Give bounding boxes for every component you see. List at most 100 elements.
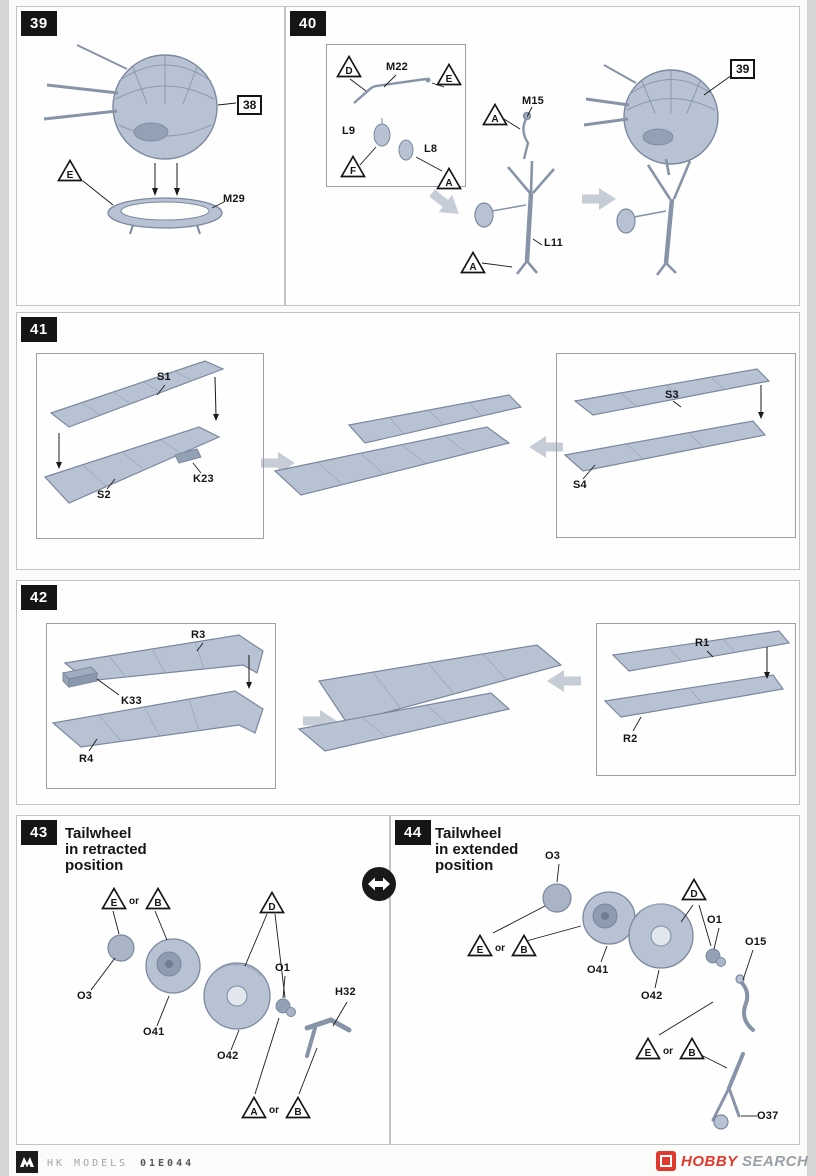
part-label-l9: L9 bbox=[342, 125, 356, 137]
assembled-wing-drawing bbox=[273, 394, 523, 496]
stabilizer-part-r4-drawing bbox=[51, 690, 264, 748]
subassembly-box bbox=[326, 44, 466, 187]
triangle-symbol-b: B bbox=[285, 1096, 311, 1119]
triangle-icon bbox=[285, 1096, 311, 1119]
flow-arrow-left bbox=[547, 670, 581, 692]
triangle-letter: E bbox=[476, 945, 484, 956]
ref-label-39: 39 bbox=[730, 59, 756, 79]
flow-arrow-down-right bbox=[429, 189, 459, 214]
assembly-direction-arrows bbox=[152, 163, 180, 196]
hk-models-logo bbox=[16, 1151, 38, 1173]
step-39-number: 39 bbox=[21, 11, 57, 36]
triangle-letter: D bbox=[268, 902, 276, 913]
part-label-k23: K23 bbox=[193, 473, 214, 485]
triangle-symbol-e: E bbox=[635, 1037, 661, 1060]
step-43-title: Tailwheel in retracted position bbox=[65, 826, 147, 874]
part-label-r3: R3 bbox=[191, 629, 206, 641]
step-40-number: 40 bbox=[290, 11, 326, 36]
triangle-letter: E bbox=[644, 1048, 652, 1059]
triangle-letter: A bbox=[491, 114, 499, 125]
leader-lines bbox=[88, 642, 714, 752]
hobby-search-icon bbox=[656, 1151, 676, 1171]
assembly-direction-arrows bbox=[758, 385, 764, 419]
assembly-direction-arrows bbox=[246, 655, 252, 689]
tire-part-o42-drawing bbox=[628, 903, 694, 969]
part-label-k33: K33 bbox=[121, 695, 142, 707]
triangle-symbol-d: D bbox=[336, 55, 362, 78]
part-m15-drawing bbox=[522, 111, 532, 160]
step-43-panel: 43 Tailwheel in retracted position E or … bbox=[16, 815, 390, 1145]
triangle-icon bbox=[241, 1096, 267, 1119]
part-o1-drawing bbox=[705, 948, 726, 967]
leader-lines bbox=[82, 102, 237, 209]
triangle-icon bbox=[259, 891, 285, 914]
flow-arrow-right bbox=[582, 188, 616, 210]
subassembly-box-left bbox=[36, 353, 264, 539]
leader-lines bbox=[106, 384, 682, 490]
triangle-letter: A bbox=[469, 262, 477, 273]
step-43-drawing bbox=[90, 910, 352, 1095]
position-toggle-icon bbox=[361, 866, 397, 902]
step-44-drawing bbox=[492, 863, 757, 1130]
or-label: or bbox=[495, 943, 505, 954]
triangle-symbol-b: B bbox=[511, 934, 537, 957]
strut-assembly-l11-drawing bbox=[474, 160, 555, 275]
triangle-icon bbox=[679, 1037, 705, 1060]
step-43-number: 43 bbox=[21, 820, 57, 845]
triangle-letter: A bbox=[250, 1107, 258, 1118]
assembly-direction-arrows bbox=[764, 647, 770, 679]
triangle-icon bbox=[436, 167, 462, 190]
triangle-symbol-a: A bbox=[482, 103, 508, 126]
title-line: Tailwheel bbox=[435, 825, 502, 842]
step-44-panel: 44 Tailwheel in extended position D E or… bbox=[390, 815, 800, 1145]
subassembly-box-right bbox=[556, 353, 796, 538]
part-label-s1: S1 bbox=[157, 371, 171, 383]
ref-label-38: 38 bbox=[237, 95, 263, 115]
part-label-o42: O42 bbox=[641, 990, 663, 1002]
completed-turret-drawing bbox=[583, 64, 719, 165]
triangle-symbol-f: F bbox=[340, 155, 366, 178]
footer-kit-code: 01E044 bbox=[140, 1158, 195, 1169]
triangle-symbol-e: E bbox=[57, 159, 83, 182]
triangle-symbol-a: A bbox=[241, 1096, 267, 1119]
triangle-icon bbox=[482, 103, 508, 126]
part-k23-drawing bbox=[174, 448, 202, 464]
tailwheel-leg-o37-drawing bbox=[711, 1052, 745, 1130]
wing-part-s3-drawing bbox=[573, 368, 771, 416]
step-42-panel: 42 R3 K33 R4 R1 R2 bbox=[16, 580, 800, 805]
triangle-letter: B bbox=[520, 945, 528, 956]
strut-part-o15-drawing bbox=[735, 974, 755, 1032]
triangle-symbol-a: A bbox=[460, 251, 486, 274]
part-label-l8: L8 bbox=[424, 143, 438, 155]
hobby-search-logo bbox=[656, 1151, 676, 1171]
step-41-number: 41 bbox=[21, 317, 57, 342]
handle-part-m22-drawing bbox=[353, 77, 431, 104]
double-arrow-icon bbox=[362, 867, 396, 901]
part-k33-drawing bbox=[61, 666, 99, 689]
strut-part-h32-drawing bbox=[304, 1017, 352, 1058]
step-44-title: Tailwheel in extended position bbox=[435, 826, 518, 874]
watermark-word-hobby: HOBBY bbox=[681, 1153, 738, 1170]
stabilizer-part-r2-drawing bbox=[603, 674, 785, 718]
part-l9-drawing bbox=[373, 118, 391, 147]
title-line: position bbox=[65, 857, 124, 874]
triangle-icon bbox=[340, 155, 366, 178]
subassembly-box-left bbox=[46, 623, 276, 789]
leader-lines bbox=[349, 74, 733, 268]
triangle-icon bbox=[57, 159, 83, 182]
triangle-letter: E bbox=[445, 74, 453, 85]
part-label-o1: O1 bbox=[707, 914, 723, 926]
triangle-icon bbox=[460, 251, 486, 274]
triangle-letter: B bbox=[294, 1107, 302, 1118]
step-39-panel: 39 38 E M29 bbox=[16, 6, 285, 306]
part-label-r1: R1 bbox=[695, 637, 710, 649]
triangle-symbol-a: A bbox=[436, 167, 462, 190]
or-label: or bbox=[269, 1105, 279, 1116]
triangle-letter: B bbox=[154, 898, 162, 909]
part-label-s4: S4 bbox=[573, 479, 587, 491]
watermark-word-search: SEARCH bbox=[742, 1153, 809, 1170]
part-label-h32: H32 bbox=[335, 986, 356, 998]
tire-part-o42-drawing bbox=[203, 962, 271, 1030]
triangle-icon bbox=[145, 887, 171, 910]
